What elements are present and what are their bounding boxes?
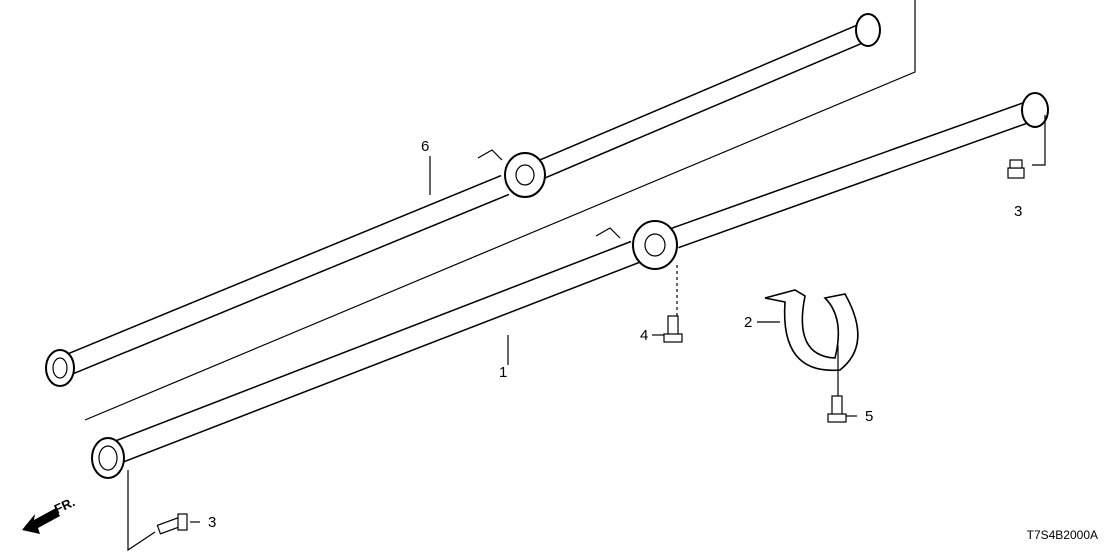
flange-icon [1021,92,1049,128]
center-bearing-icon [595,220,678,270]
frame-line [84,0,916,421]
callout-5: 5 [865,408,874,425]
bolt-icon [827,395,847,423]
front-arrow-icon [22,508,60,534]
callout-1: 1 [499,364,508,381]
bolt-icon [1007,159,1025,179]
shaft-tube [66,176,509,373]
callout-3: 3 [1014,203,1023,220]
diagram-code: T7S4B2000A [1026,528,1098,542]
callout-3: 3 [208,514,217,531]
flange-icon [45,349,75,387]
callout-2: 2 [744,314,753,331]
bolt-icon [663,315,683,343]
shaft-tube [671,103,1032,247]
shaft-tube [536,26,864,178]
callout-4: 4 [640,327,649,344]
center-bearing-icon [477,149,546,198]
bracket-icon [764,289,859,372]
flange-icon [91,437,125,479]
callout-6: 6 [421,138,430,155]
shaft-tube [114,242,639,462]
flange-icon [855,13,881,47]
bolt-icon [156,513,188,535]
